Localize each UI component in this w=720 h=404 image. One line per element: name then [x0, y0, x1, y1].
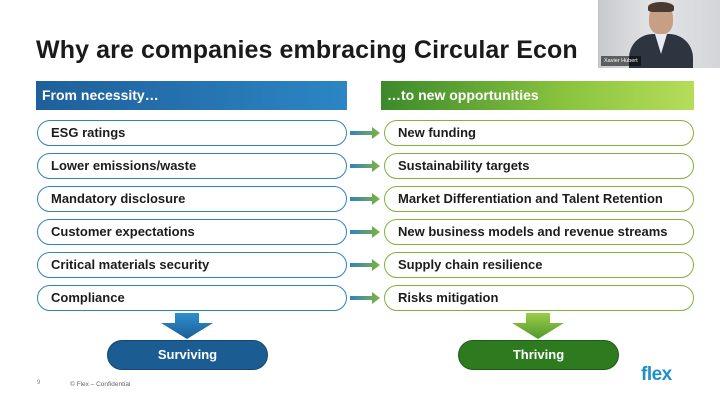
left-item-customer-expectations: Customer expectations [37, 219, 347, 245]
connector-arrow-icon [350, 160, 380, 172]
slide-title: Why are companies embracing Circular Eco… [36, 36, 578, 64]
outcome-surviving: Surviving [107, 340, 268, 370]
connector-arrow-icon [350, 259, 380, 271]
right-item-risks-mitigation: Risks mitigation [384, 285, 694, 311]
left-column-header: From necessity… [36, 81, 347, 110]
page-number: 9 [37, 380, 41, 386]
right-item-new-funding: New funding [384, 120, 694, 146]
connector-arrow-icon [350, 127, 380, 139]
participant-hair [648, 2, 674, 12]
participant-name-label: Xavier Hubert [601, 56, 641, 66]
right-item-sustainability-targets: Sustainability targets [384, 153, 694, 179]
left-item-compliance: Compliance [37, 285, 347, 311]
left-item-critical-materials: Critical materials security [37, 252, 347, 278]
outcome-thriving: Thriving [458, 340, 619, 370]
down-arrow-icon [512, 313, 564, 339]
connector-arrow-icon [350, 226, 380, 238]
right-item-supply-chain: Supply chain resilience [384, 252, 694, 278]
left-item-esg-ratings: ESG ratings [37, 120, 347, 146]
down-arrow-icon [161, 313, 213, 339]
right-column-header: …to new opportunities [381, 81, 694, 110]
right-item-new-business-models: New business models and revenue streams [384, 219, 694, 245]
right-item-market-differentiation: Market Differentiation and Talent Retent… [384, 186, 694, 212]
left-item-mandatory-disclosure: Mandatory disclosure [37, 186, 347, 212]
confidential-footer: © Flex – Confidential [70, 381, 131, 388]
connector-arrow-icon [350, 292, 380, 304]
flex-logo: flex [641, 364, 672, 385]
participant-video-thumbnail[interactable]: Xavier Hubert [598, 0, 720, 68]
connector-arrow-icon [350, 193, 380, 205]
left-item-lower-emissions: Lower emissions/waste [37, 153, 347, 179]
